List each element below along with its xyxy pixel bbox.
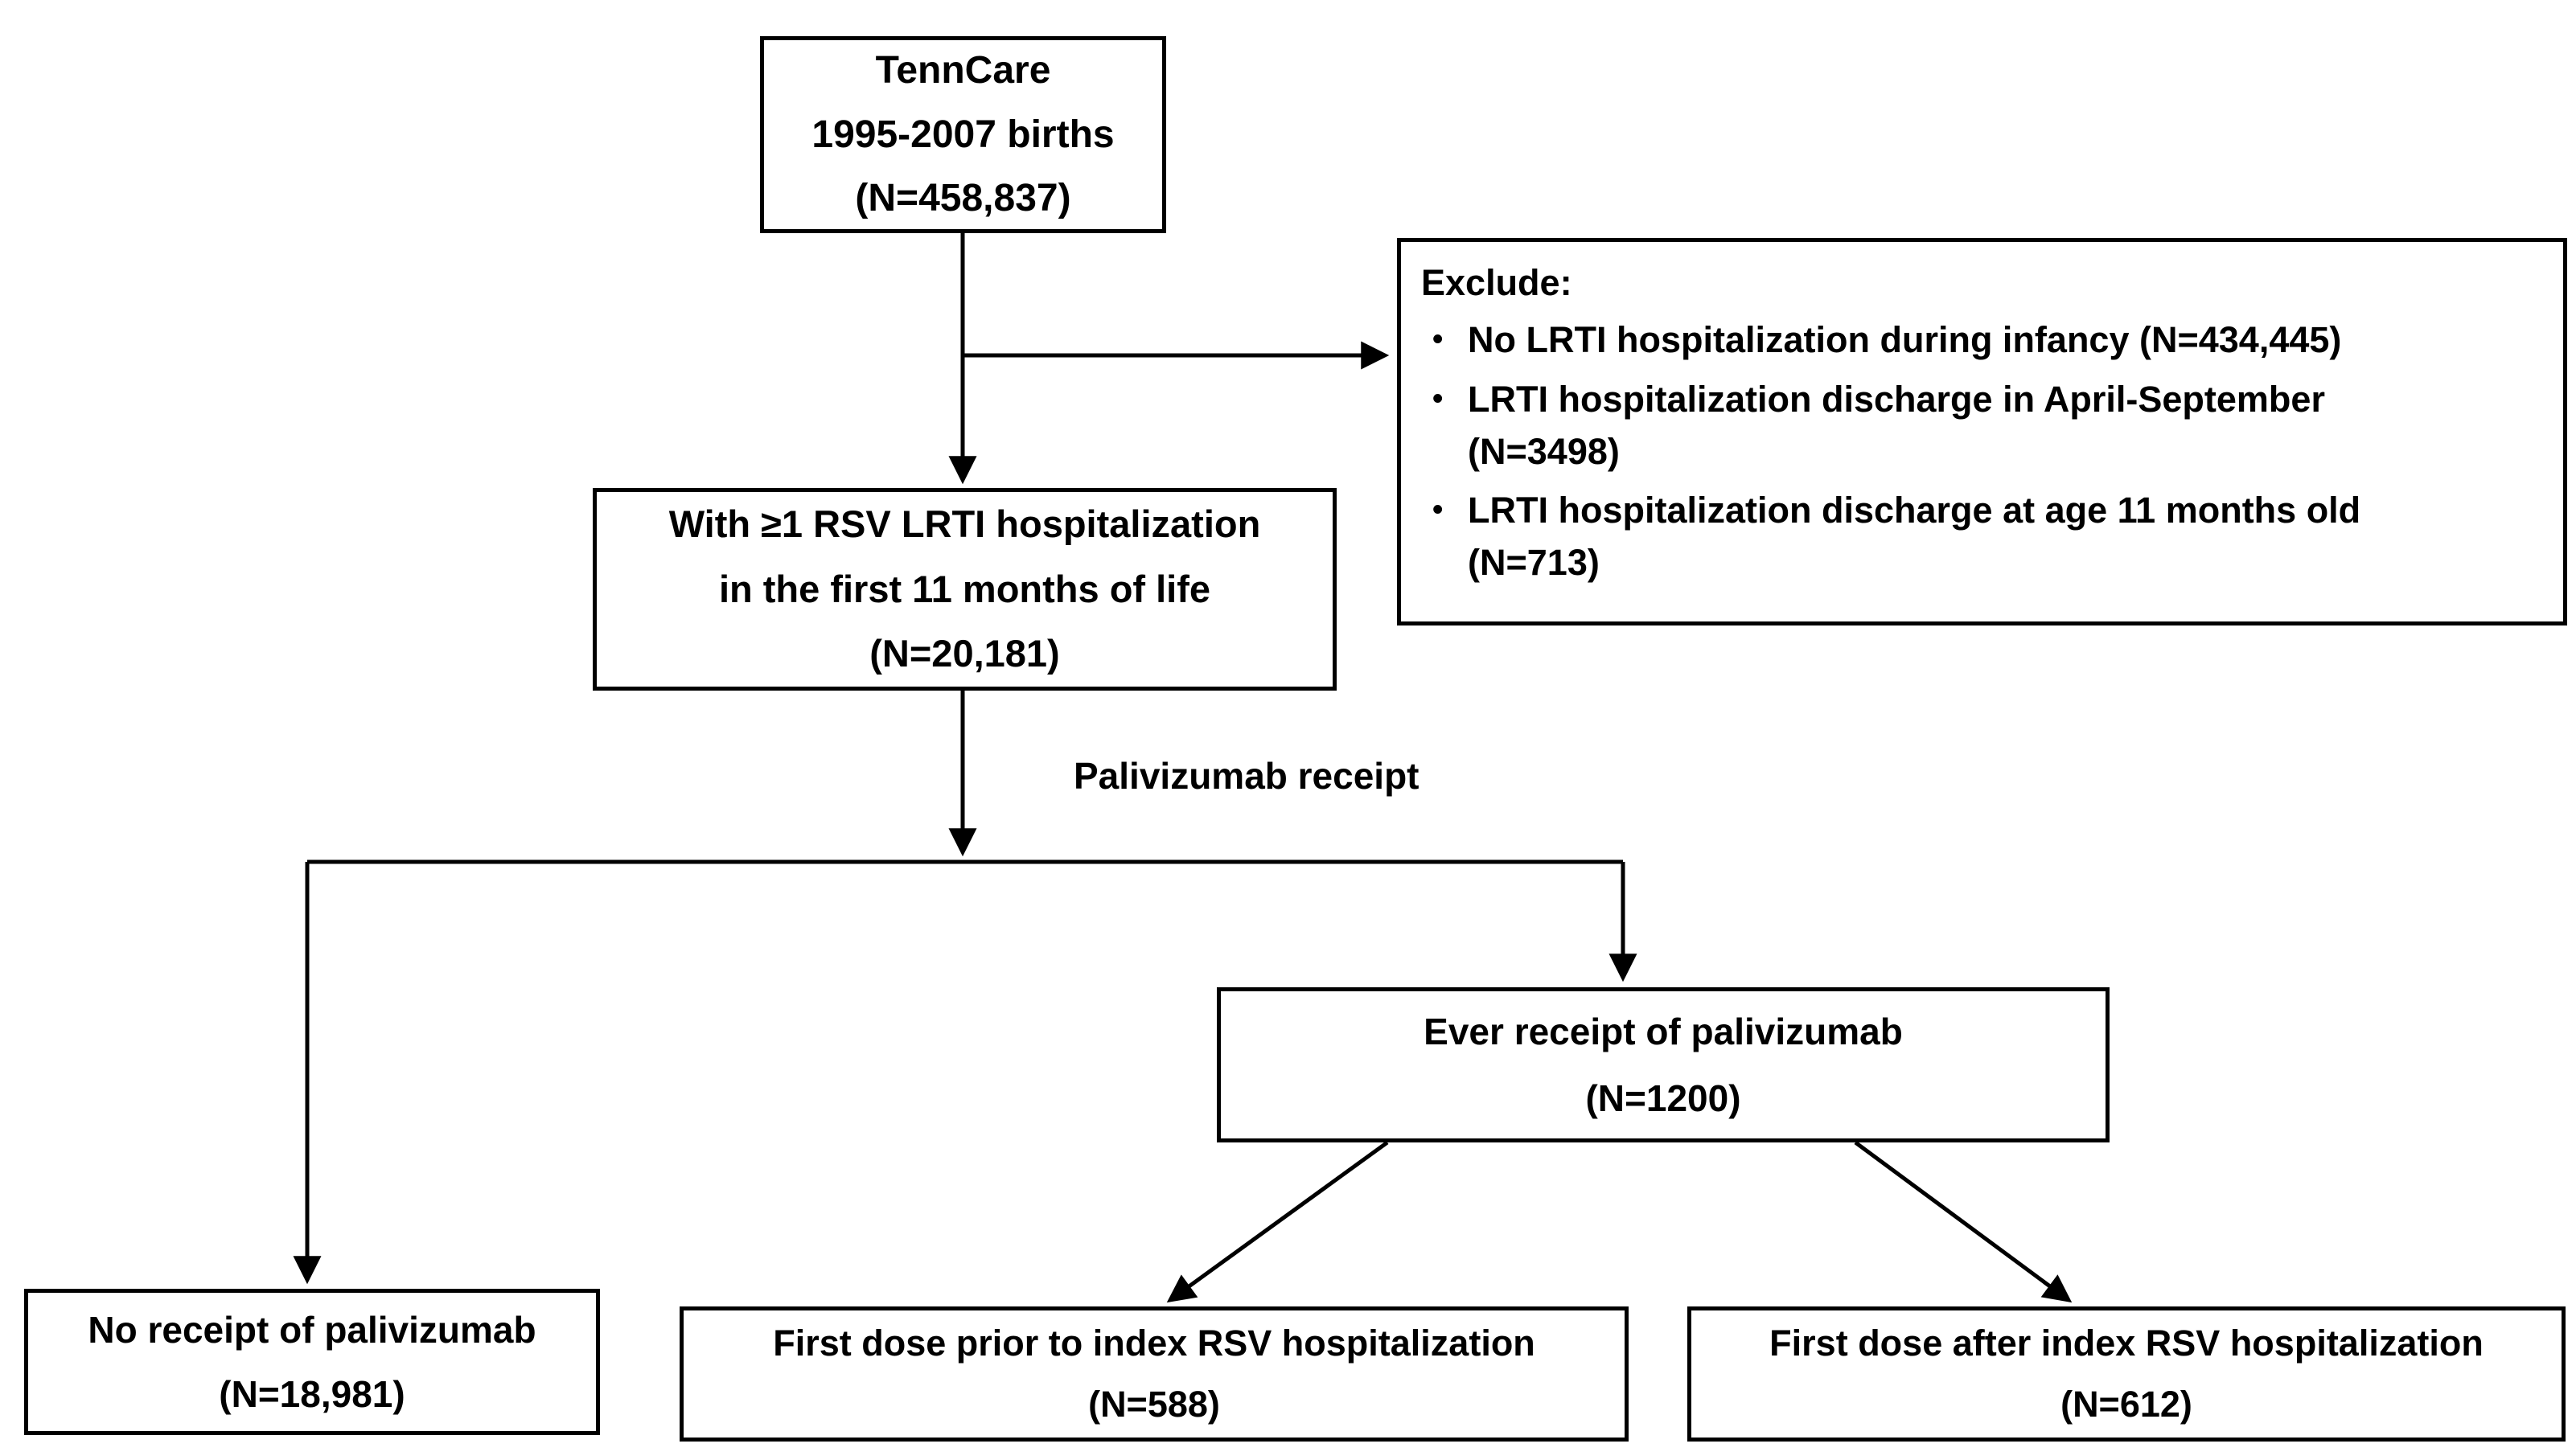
bullet-icon: • [1432,493,1444,527]
bullet-icon: • [1432,381,1444,416]
arrow-ever-to-prior [1166,1140,1389,1303]
palivizumab-receipt-label: Palivizumab receipt [1074,755,1419,797]
first-dose-after-box: First dose after index RSV hospitalizati… [1687,1306,2566,1442]
arrow-ever-to-after [1854,1140,2073,1303]
exclude-item-text: LRTI hospitalization discharge at age 11… [1468,490,2361,584]
bullet-icon: • [1432,322,1444,357]
exclude-item: • LRTI hospitalization discharge in Apri… [1421,373,2360,478]
first-dose-prior-text: First dose prior to index RSV hospitaliz… [773,1322,1535,1425]
tenncare-births-box: TennCare 1995-2007 births (N=458,837) [760,36,1166,233]
first-dose-after-text: First dose after index RSV hospitalizati… [1769,1322,2484,1425]
exclude-item: • No LRTI hospitalization during infancy… [1421,314,2360,366]
no-receipt-box: No receipt of palivizumab (N=18,981) [24,1289,600,1435]
tenncare-births-text: TennCare 1995-2007 births (N=458,837) [811,49,1115,220]
exclude-item: • LRTI hospitalization discharge at age … [1421,484,2360,589]
rsv-lrti-cohort-box: With ≥1 RSV LRTI hospitalization in the … [593,488,1337,691]
ever-receipt-text: Ever receipt of palivizumab (N=1200) [1424,1010,1903,1119]
ever-receipt-box: Ever receipt of palivizumab (N=1200) [1217,987,2110,1142]
first-dose-prior-box: First dose prior to index RSV hospitaliz… [680,1306,1629,1442]
exclude-item-text: LRTI hospitalization discharge in April-… [1468,378,2325,472]
exclude-header: Exclude: [1421,262,1572,303]
exclude-list: • No LRTI hospitalization during infancy… [1421,314,2360,589]
rsv-lrti-cohort-text: With ≥1 RSV LRTI hospitalization in the … [668,502,1261,675]
exclude-item-text: No LRTI hospitalization during infancy (… [1468,319,2342,361]
no-receipt-text: No receipt of palivizumab (N=18,981) [88,1308,536,1416]
exclude-box: Exclude: • No LRTI hospitalization durin… [1397,238,2567,625]
